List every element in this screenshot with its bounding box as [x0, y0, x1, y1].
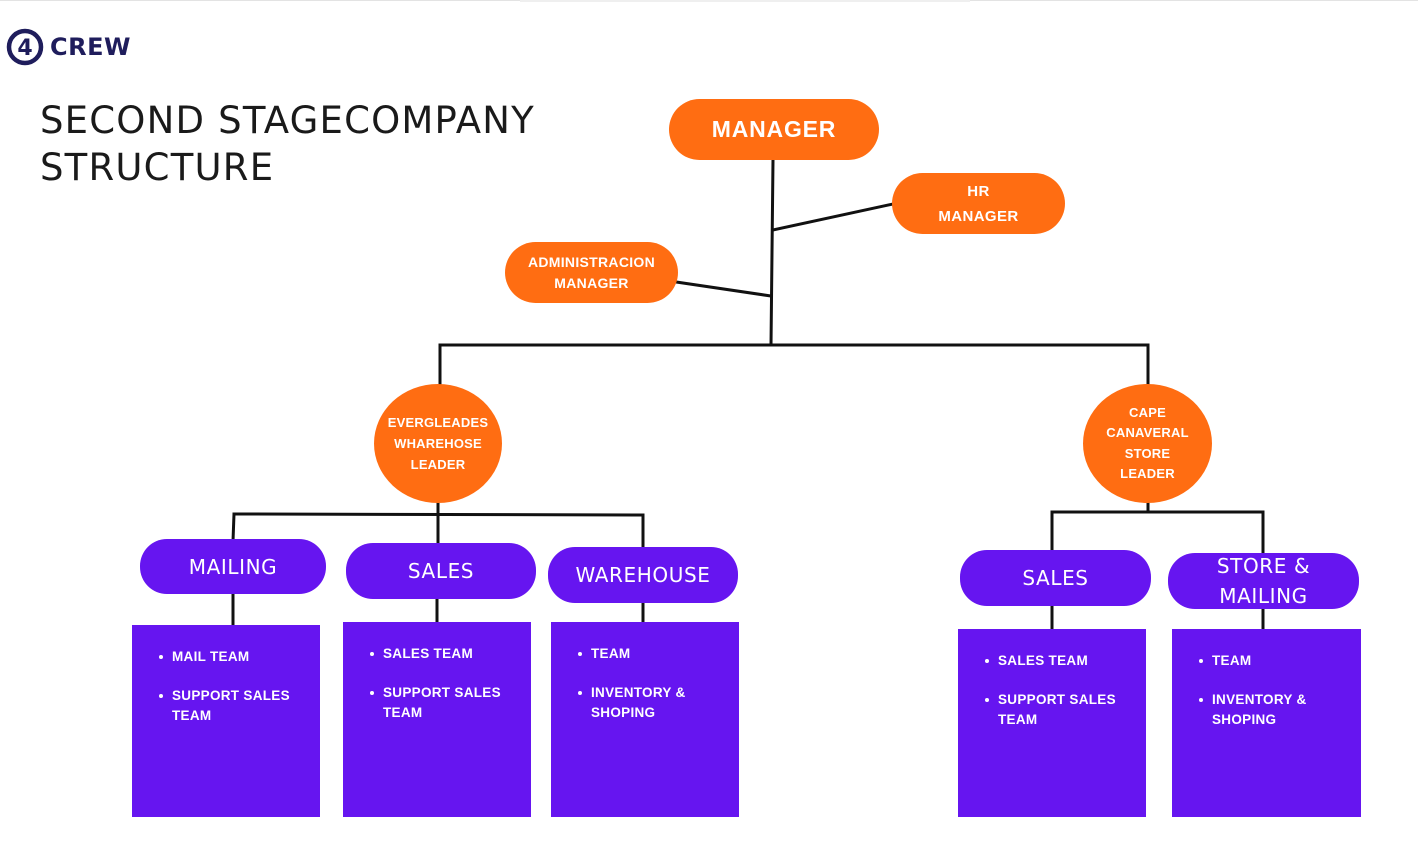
team-list-item: TEAM	[578, 644, 729, 664]
node-label: MANAGER	[711, 116, 837, 142]
team-list-item: SUPPORT SALES TEAM	[985, 690, 1136, 730]
logo-digit: 4	[17, 36, 32, 61]
cape-canaveral-leader-node: CAPE CANAVERAL STORE LEADER	[1083, 384, 1212, 503]
page-title-line: STRUCTURE	[40, 146, 275, 189]
node-label: HR	[967, 182, 990, 200]
node-label: MANAGER	[554, 274, 629, 291]
manager-node: MANAGER	[669, 99, 879, 160]
everglades-leader-node: EVERGLEADES WHAREHOSE LEADER	[374, 384, 502, 503]
node-label: STORE	[1124, 445, 1171, 461]
department-label: MAILING	[1219, 584, 1308, 608]
hr-manager-node: HR MANAGER	[892, 173, 1065, 234]
department-label: STORE &	[1216, 554, 1311, 578]
store-teams-box: TEAM INVENTORY & SHOPING	[1172, 629, 1361, 817]
connector-hr	[771, 202, 895, 232]
administracion-manager-node: ADMINISTRACION MANAGER	[505, 242, 678, 303]
team-list-item: INVENTORY & SHOPING	[578, 683, 729, 723]
sales-left-teams-box: SALES TEAM SUPPORT SALES TEAM	[343, 622, 531, 817]
team-list-item: SUPPORT SALES TEAM	[370, 683, 521, 723]
team-list-item: SUPPORT SALES TEAM	[159, 686, 310, 726]
department-label: WAREHOUSE	[575, 563, 711, 587]
store-mailing-department: STORE & MAILING	[1168, 553, 1359, 609]
logo-four-icon: 4	[6, 28, 44, 66]
sales-department-left: SALES	[346, 543, 536, 599]
department-label: SALES	[1022, 566, 1089, 590]
team-list-item: MAIL TEAM	[159, 647, 310, 667]
team-list-item: SALES TEAM	[985, 651, 1136, 671]
node-label: LEADER	[410, 457, 466, 472]
team-list-item: INVENTORY & SHOPING	[1199, 690, 1351, 730]
mailing-department: MAILING	[140, 539, 326, 594]
team-list-item: TEAM	[1199, 651, 1351, 671]
node-label: EVERGLEADES	[387, 415, 489, 430]
crew-logo: 4 CREW	[6, 28, 131, 66]
node-label: CANAVERAL	[1106, 425, 1189, 440]
node-label: ADMINISTRACION	[527, 253, 656, 270]
node-label: LEADER	[1120, 466, 1175, 481]
page-title: SECOND STAGECOMPANY STRUCTURE	[40, 97, 535, 191]
top-border-accent	[520, 0, 970, 2]
sales-department-right: SALES	[960, 550, 1151, 606]
connector-admin	[674, 280, 773, 298]
node-label: MANAGER	[938, 207, 1019, 225]
department-label: MAILING	[188, 554, 278, 579]
mailing-teams-box: MAIL TEAM SUPPORT SALES TEAM	[132, 625, 320, 817]
logo-text: CREW	[50, 33, 131, 61]
node-label: WHAREHOSE	[394, 436, 482, 451]
sales-right-teams-box: SALES TEAM SUPPORT SALES TEAM	[958, 629, 1146, 817]
connector-manager-trunk	[769, 158, 775, 347]
warehouse-teams-box: TEAM INVENTORY & SHOPING	[551, 622, 739, 817]
department-label: SALES	[407, 559, 475, 583]
page-title-line: SECOND STAGECOMPANY	[40, 99, 535, 142]
connector-mailing-drop	[231, 512, 236, 543]
warehouse-department: WAREHOUSE	[548, 547, 738, 603]
node-label: CAPE	[1129, 404, 1166, 420]
team-list-item: SALES TEAM	[370, 644, 521, 664]
